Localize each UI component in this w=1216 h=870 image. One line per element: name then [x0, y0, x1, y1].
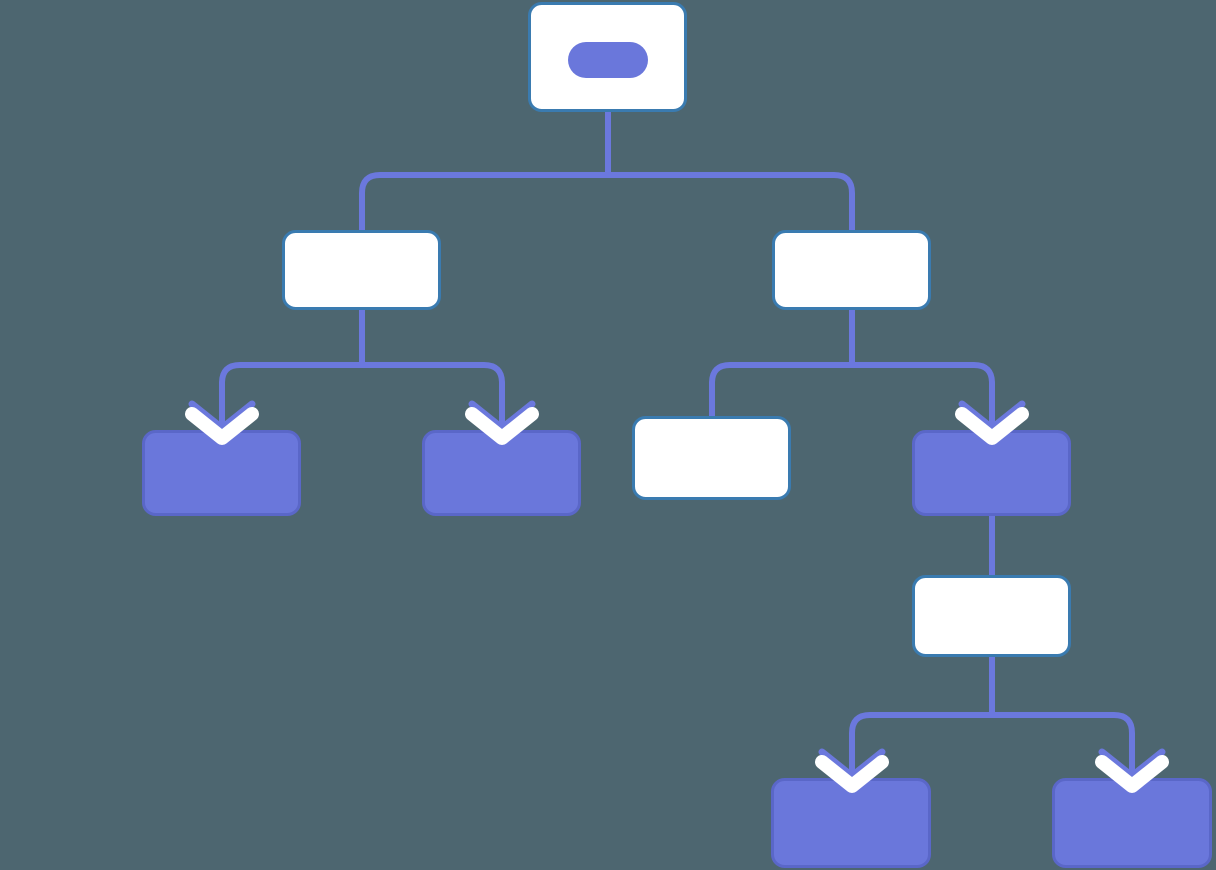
- arrowhead-branch-4: [955, 400, 1029, 445]
- chevron-down-icon-back: [818, 748, 886, 780]
- edge-sub-branch-to-leaf-6[interactable]: [989, 657, 1135, 778]
- plain-node-3[interactable]: [632, 416, 791, 500]
- chevron-down-icon-back: [958, 400, 1026, 432]
- edge-branch-left-to-leaf-2[interactable]: [359, 310, 505, 430]
- edge-branch-left-to-leaf-1[interactable]: [219, 230, 365, 430]
- chevron-down-icon: [465, 407, 539, 445]
- arrowhead-leaf-5: [815, 748, 889, 793]
- chevron-down-icon-back: [468, 400, 536, 432]
- edge-sub-branch-to-leaf-5[interactable]: [849, 657, 995, 778]
- sub-branch-node[interactable]: [912, 575, 1071, 657]
- arrowhead-leaf-2: [465, 400, 539, 445]
- chevron-down-icon: [815, 755, 889, 793]
- node-box: [772, 230, 931, 310]
- arrowheads-layer: [185, 400, 1169, 793]
- edges-layer: [219, 112, 1135, 778]
- node-label-pill: [568, 42, 648, 78]
- edge-root-to-branch-left[interactable]: [359, 112, 611, 230]
- chevron-down-icon-back: [188, 400, 256, 432]
- chevron-down-icon-back: [1098, 748, 1166, 780]
- arrowhead-leaf-6: [1095, 748, 1169, 793]
- edge-branch-right-to-plain-3[interactable]: [709, 230, 855, 416]
- edge-branch-right-to-branch-4[interactable]: [849, 310, 995, 430]
- node-box: [632, 416, 791, 500]
- nodes-layer: [142, 2, 1212, 868]
- chevron-down-icon: [185, 407, 259, 445]
- node-box: [282, 230, 441, 310]
- branch-node-right[interactable]: [772, 230, 931, 310]
- chevron-down-icon: [1095, 755, 1169, 793]
- arrowhead-leaf-1: [185, 400, 259, 445]
- root-node[interactable]: [528, 2, 687, 112]
- branch-node-left[interactable]: [282, 230, 441, 310]
- node-box: [912, 575, 1071, 657]
- edge-root-to-branch-right[interactable]: [605, 112, 855, 230]
- chevron-down-icon: [955, 407, 1029, 445]
